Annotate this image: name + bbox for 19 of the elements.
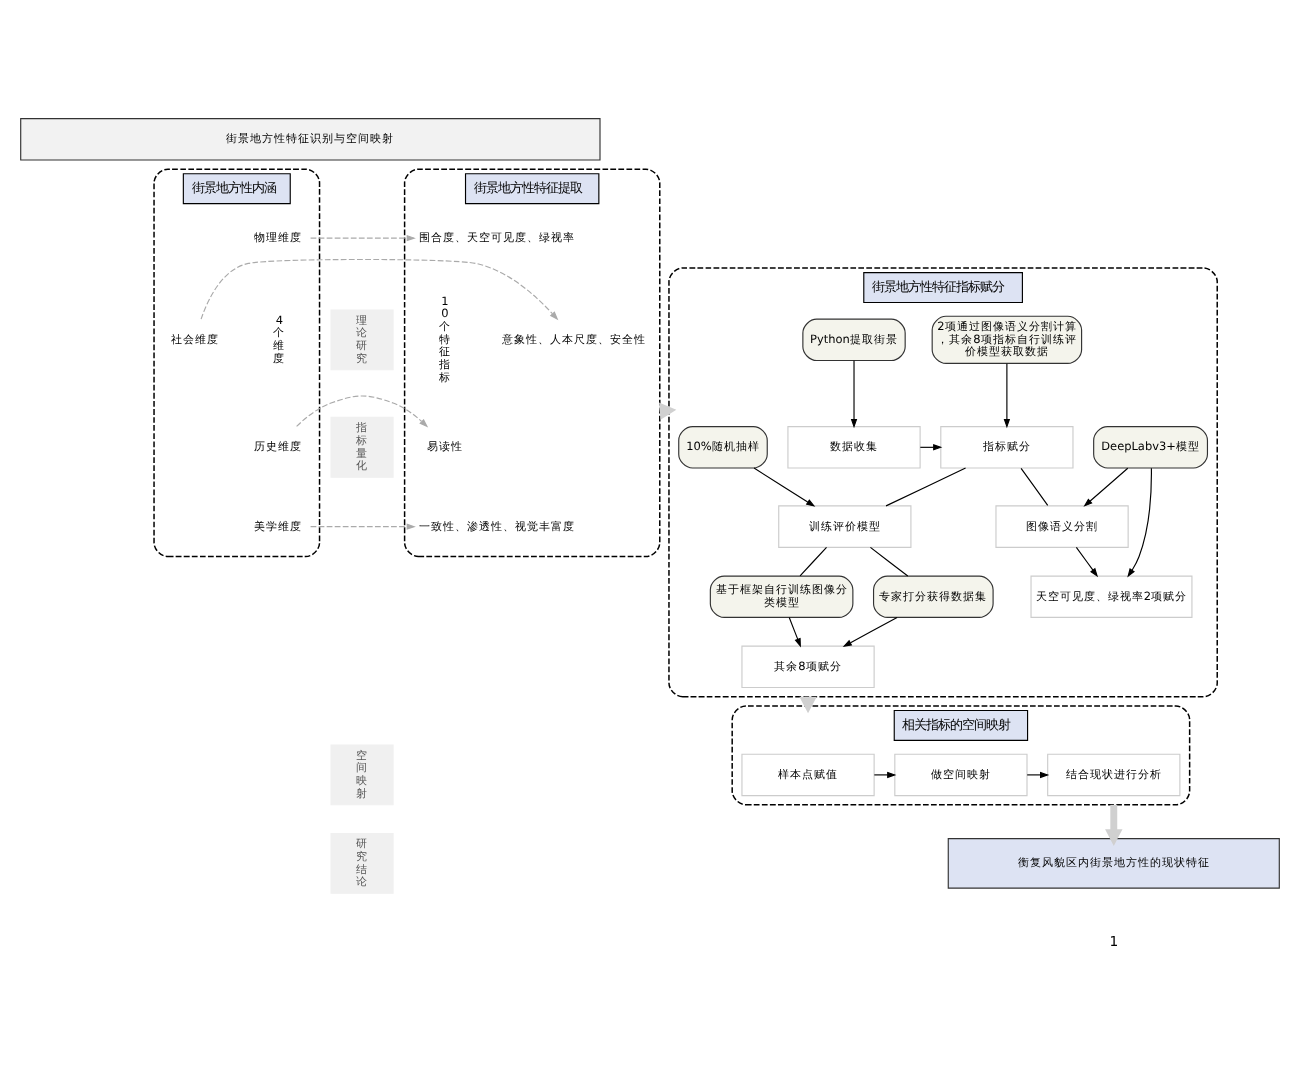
arrow xyxy=(1026,770,1050,778)
connector xyxy=(869,545,909,576)
arrow xyxy=(310,522,416,529)
arrow xyxy=(1003,362,1011,428)
connector xyxy=(1020,466,1049,506)
arrow xyxy=(1105,803,1123,845)
arrow xyxy=(753,466,816,506)
arrow xyxy=(1127,466,1152,577)
connector xyxy=(799,545,828,576)
arrow xyxy=(1083,466,1129,506)
connector xyxy=(885,466,967,506)
arrow xyxy=(1075,545,1099,577)
arrow xyxy=(200,257,559,320)
arrow xyxy=(842,615,898,646)
arrow xyxy=(296,394,429,427)
arrow xyxy=(310,233,416,241)
arrow xyxy=(873,770,897,778)
arrow xyxy=(788,615,801,647)
arrow xyxy=(850,359,858,428)
